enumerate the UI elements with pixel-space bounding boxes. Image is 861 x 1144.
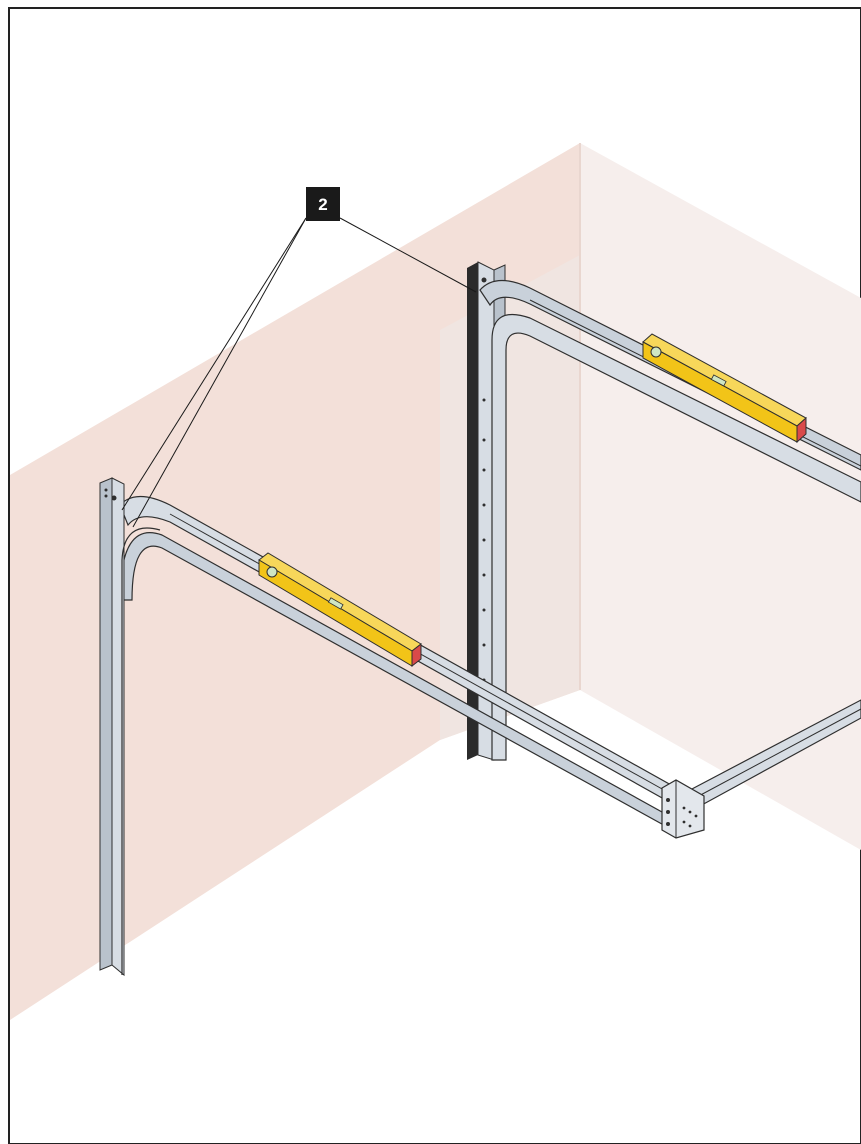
corner-bracket (661, 779, 705, 839)
callout-number: 2 (318, 195, 327, 214)
right-spirit-level (642, 333, 807, 444)
left-vertical-track (99, 477, 161, 977)
callout-leaders (121, 217, 477, 528)
right-wall (580, 143, 861, 850)
callout-badge-2: 2 (306, 187, 340, 221)
left-spirit-level (258, 552, 422, 668)
